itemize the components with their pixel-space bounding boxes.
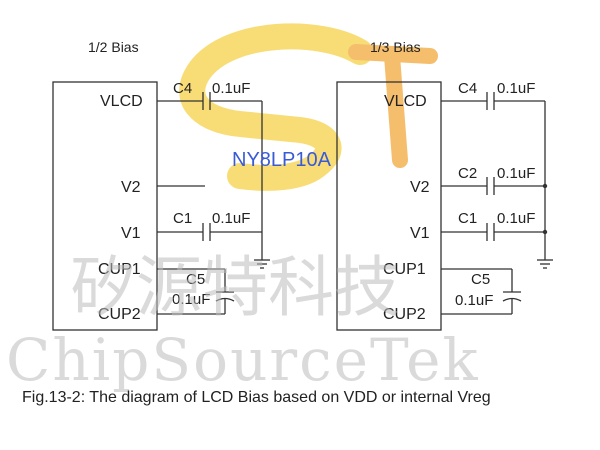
right-c2-capacitor <box>486 177 495 195</box>
left-wires <box>157 100 263 315</box>
right-pin-cup1: CUP1 <box>383 261 426 278</box>
logo-watermark <box>179 23 438 191</box>
right-c1-name: C1 <box>458 210 477 227</box>
chip-label: NY8LP10A <box>232 149 332 171</box>
right-c2-name: C2 <box>458 165 477 182</box>
right-c1-capacitor <box>486 223 495 241</box>
right-pin-cup2: CUP2 <box>383 306 426 323</box>
right-wires <box>441 100 548 315</box>
watermark-chinese: 矽源特科技 <box>70 249 400 326</box>
left-pin-vlcd: VLCD <box>100 93 143 110</box>
right-pin-v1: V1 <box>410 225 430 242</box>
left-c5-capacitor <box>215 291 235 302</box>
left-c4-name: C4 <box>173 80 192 97</box>
left-c5-name: C5 <box>186 271 205 288</box>
figure-caption: Fig.13-2: The diagram of LCD Bias based … <box>22 389 491 406</box>
left-pin-v1: V1 <box>121 225 141 242</box>
right-c2-value: 0.1uF <box>497 165 535 182</box>
left-c1-capacitor <box>202 223 211 241</box>
right-c4-value: 0.1uF <box>497 80 535 97</box>
left-ground-icon <box>254 259 270 269</box>
left-title: 1/2 Bias <box>88 39 139 55</box>
right-title: 1/3 Bias <box>370 39 421 55</box>
right-c1-value: 0.1uF <box>497 210 535 227</box>
right-ic-box <box>336 81 442 331</box>
left-c1-name: C1 <box>173 210 192 227</box>
right-c5-value: 0.1uF <box>455 292 493 309</box>
left-pin-cup2: CUP2 <box>98 306 141 323</box>
left-pin-v2: V2 <box>121 179 141 196</box>
left-c5-value: 0.1uF <box>172 291 210 308</box>
right-c4-capacitor <box>486 92 495 110</box>
right-c5-capacitor <box>502 291 522 302</box>
right-c5-name: C5 <box>471 271 490 288</box>
right-pin-v2: V2 <box>410 179 430 196</box>
watermark-english: ChipSourceTek <box>6 326 480 394</box>
right-c4-name: C4 <box>458 80 477 97</box>
left-pin-cup1: CUP1 <box>98 261 141 278</box>
left-ic-box <box>52 81 158 331</box>
left-c1-value: 0.1uF <box>212 210 250 227</box>
left-c4-capacitor <box>202 92 211 110</box>
right-pin-vlcd: VLCD <box>384 93 427 110</box>
left-c4-value: 0.1uF <box>212 80 250 97</box>
right-ground-icon <box>537 259 553 269</box>
